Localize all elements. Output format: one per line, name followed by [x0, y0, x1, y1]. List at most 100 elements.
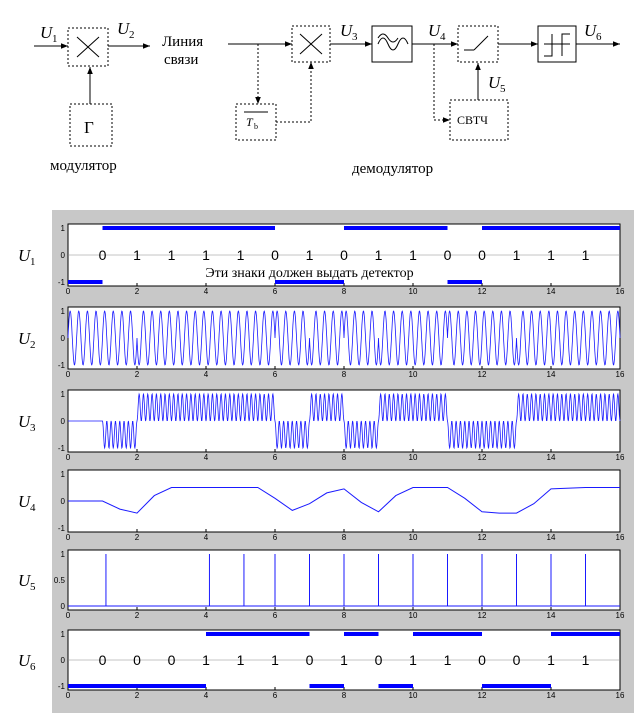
bit-label: 1 [271, 652, 279, 668]
x-tick-label: 16 [616, 691, 625, 700]
bit-label: 1 [340, 652, 348, 668]
bit-label: 1 [547, 247, 555, 263]
x-tick-label: 6 [273, 611, 278, 620]
y-tick-label: 0 [61, 251, 66, 260]
x-tick-label: 2 [135, 611, 140, 620]
u5-label: U [488, 73, 502, 92]
x-tick-label: 12 [478, 370, 487, 379]
y-tick-label: 0 [61, 602, 66, 611]
bit-label: 0 [306, 652, 314, 668]
x-tick-label: 14 [547, 691, 556, 700]
y-tick-label: -1 [58, 361, 66, 370]
y-axis-label: U [18, 329, 32, 348]
u5-sub: 5 [500, 83, 506, 95]
bit-label: 0 [444, 247, 452, 263]
x-tick-label: 8 [342, 453, 347, 462]
x-tick-label: 14 [547, 287, 556, 296]
bit-label: 0 [513, 652, 521, 668]
u4-signal-line [68, 487, 620, 514]
x-tick-label: 4 [204, 533, 209, 542]
tb-sub: b [254, 122, 258, 131]
u2-label: U [117, 19, 131, 38]
modulator-caption: модулятор [50, 158, 117, 174]
u1-sub: 1 [52, 33, 58, 45]
x-tick-label: 10 [409, 287, 418, 296]
x-tick-label: 14 [547, 370, 556, 379]
bit-label: 1 [444, 652, 452, 668]
x-tick-label: 8 [342, 691, 347, 700]
generator-label: Г [84, 118, 94, 137]
x-tick-label: 2 [135, 691, 140, 700]
y-tick-label: -1 [58, 524, 66, 533]
x-tick-label: 16 [616, 370, 625, 379]
bit-label: 1 [409, 652, 417, 668]
x-tick-label: 10 [409, 533, 418, 542]
bit-label: 0 [478, 247, 486, 263]
bit-label: 0 [168, 652, 176, 668]
x-tick-label: 12 [478, 533, 487, 542]
x-tick-label: 16 [616, 611, 625, 620]
bit-label: 1 [133, 247, 141, 263]
y-axis-label: U [18, 651, 32, 670]
u3-sub: 3 [352, 31, 358, 43]
u2-signal-line [67, 310, 621, 366]
u6-label: U [584, 21, 598, 40]
x-tick-label: 0 [66, 611, 71, 620]
x-tick-label: 6 [273, 533, 278, 542]
y-tick-label: 0 [61, 656, 66, 665]
x-tick-label: 12 [478, 691, 487, 700]
y-axis-label: U [18, 246, 32, 265]
x-tick-label: 4 [204, 453, 209, 462]
waveform-panel [52, 210, 634, 713]
x-tick-label: 14 [547, 533, 556, 542]
x-tick-label: 6 [273, 287, 278, 296]
channel: Линия связи [162, 34, 203, 68]
y-axis-sub: 3 [30, 422, 36, 434]
bit-label: 0 [99, 652, 107, 668]
x-tick-label: 10 [409, 453, 418, 462]
y-tick-label: 1 [61, 224, 66, 233]
u3-signal-line [68, 392, 621, 450]
y-tick-label: -1 [58, 278, 66, 287]
bit-label: 0 [340, 247, 348, 263]
svtch-label: СВТЧ [457, 113, 488, 127]
bit-label: 0 [375, 652, 383, 668]
x-tick-label: 0 [66, 453, 71, 462]
u1-label: U [40, 23, 54, 42]
x-tick-label: 2 [135, 453, 140, 462]
y-axis-label: U [18, 412, 32, 431]
bit-label: 1 [513, 247, 521, 263]
x-tick-label: 4 [204, 611, 209, 620]
bit-label: 1 [202, 247, 210, 263]
modulator: U 1 U 2 Г модулятор [34, 19, 150, 174]
x-tick-label: 0 [66, 370, 71, 379]
x-tick-label: 0 [66, 691, 71, 700]
bit-label: 1 [168, 247, 176, 263]
x-tick-label: 12 [478, 287, 487, 296]
y-tick-label: -1 [58, 682, 66, 691]
bit-label: 1 [409, 247, 417, 263]
x-tick-label: 8 [342, 370, 347, 379]
y-tick-label: -1 [58, 444, 66, 453]
bit-label: 0 [133, 652, 141, 668]
x-tick-label: 4 [204, 287, 209, 296]
y-tick-label: 1 [61, 630, 66, 639]
x-tick-label: 10 [409, 691, 418, 700]
u2-sub: 2 [129, 29, 135, 41]
y-axis-label: U [18, 571, 32, 590]
x-tick-label: 2 [135, 370, 140, 379]
x-tick-label: 14 [547, 611, 556, 620]
x-tick-label: 6 [273, 453, 278, 462]
y-axis-sub: 2 [30, 339, 36, 351]
demodulator-caption: демодулятор [352, 161, 433, 177]
channel-line1: Линия [162, 34, 203, 50]
x-tick-label: 8 [342, 533, 347, 542]
x-tick-label: 6 [273, 370, 278, 379]
x-tick-label: 4 [204, 691, 209, 700]
y-tick-label: 1 [61, 550, 66, 559]
y-axis-label: U [18, 492, 32, 511]
